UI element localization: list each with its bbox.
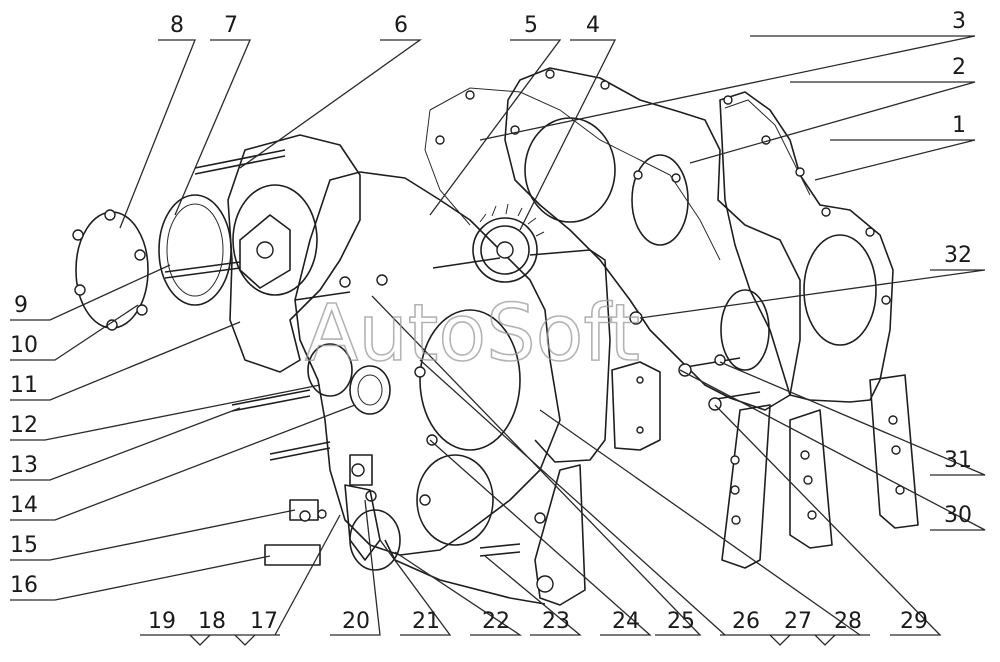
callout-28: 28 (834, 609, 862, 634)
outline-gasket-part (424, 87, 721, 261)
callout-22: 22 (482, 609, 510, 634)
callout-20: 20 (342, 609, 370, 634)
rear-plate-part (719, 91, 919, 569)
callout-2: 2 (952, 55, 966, 80)
callout-21: 21 (412, 609, 440, 634)
pump-gasket-inner (166, 203, 224, 297)
callout-15: 15 (10, 533, 38, 558)
callout-12: 12 (10, 413, 38, 438)
callout-labels: 8 7 6 5 4 3 2 1 9 10 11 12 13 14 15 16 3… (10, 9, 972, 634)
callout-6: 6 (394, 13, 408, 38)
callout-32: 32 (944, 243, 972, 268)
callout-7: 7 (224, 13, 238, 38)
pump-gasket-part (158, 194, 232, 306)
callout-25: 25 (667, 609, 695, 634)
callout-19: 19 (148, 609, 176, 634)
lower-bolts-part (629, 311, 726, 411)
callout-4: 4 (586, 13, 600, 38)
callout-17: 17 (250, 609, 278, 634)
callout-27: 27 (784, 609, 812, 634)
parts-drawing (72, 67, 919, 606)
watermark: AutoSoft (305, 289, 640, 379)
callout-5: 5 (524, 13, 538, 38)
cover-plate-part (72, 209, 149, 331)
callout-10: 10 (10, 333, 38, 358)
callout-13: 13 (10, 453, 38, 478)
seal-strip-part (384, 539, 546, 605)
timing-cover-part (294, 171, 561, 556)
pump-block-part (529, 249, 661, 606)
callout-24: 24 (612, 609, 640, 634)
callout-14: 14 (10, 493, 38, 518)
callout-30: 30 (944, 503, 972, 528)
callout-9: 9 (14, 293, 28, 318)
callout-18: 18 (198, 609, 226, 634)
callout-29: 29 (900, 609, 928, 634)
water-pump-part (227, 134, 361, 373)
callout-11: 11 (10, 373, 38, 398)
seals-part (264, 343, 401, 571)
leader-lines (10, 35, 986, 646)
callout-31: 31 (944, 448, 972, 473)
callout-16: 16 (10, 573, 38, 598)
gasket-part (504, 67, 801, 411)
callout-23: 23 (542, 609, 570, 634)
callout-26: 26 (732, 609, 760, 634)
callout-1: 1 (952, 113, 966, 138)
gear-part (472, 203, 545, 283)
callout-3: 3 (952, 9, 966, 34)
callout-8: 8 (170, 13, 184, 38)
